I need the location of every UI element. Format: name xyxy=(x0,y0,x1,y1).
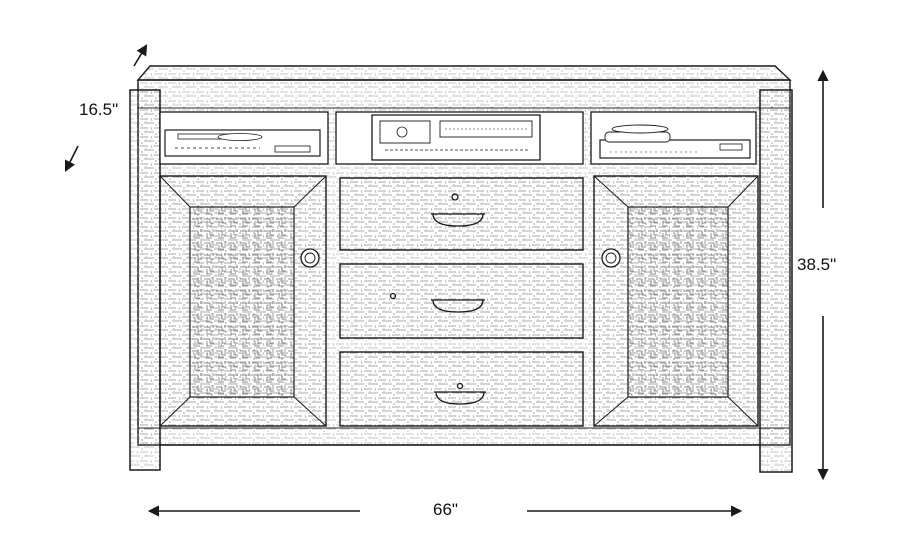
cable-box-right xyxy=(599,124,751,159)
drawer-middle-pull xyxy=(432,299,484,313)
center-drawers xyxy=(339,177,584,427)
drawer-bottom-pull xyxy=(435,391,485,405)
shelf-electronics xyxy=(164,114,751,161)
dvd-player-left xyxy=(164,129,321,157)
height-dimension-label: 38.5" xyxy=(797,255,837,274)
dimension-arrows xyxy=(64,44,829,517)
drawer-middle xyxy=(339,263,584,339)
console-top xyxy=(136,65,792,81)
width-dimension-label: 66" xyxy=(433,500,458,519)
left-leg xyxy=(129,89,161,471)
drawer-top-pull xyxy=(432,213,484,227)
left-door-ring-pull xyxy=(300,248,320,268)
av-receiver-center xyxy=(371,114,541,161)
depth-arrow-down xyxy=(64,145,79,173)
drawer-bottom xyxy=(339,351,584,427)
depth-dimension-label: 16.5" xyxy=(79,100,119,119)
depth-arrow-up xyxy=(133,44,148,67)
right-cabinet-door xyxy=(593,175,759,427)
right-door-ring-pull xyxy=(601,248,621,268)
left-cabinet-door xyxy=(159,175,327,427)
right-leg xyxy=(759,89,793,473)
